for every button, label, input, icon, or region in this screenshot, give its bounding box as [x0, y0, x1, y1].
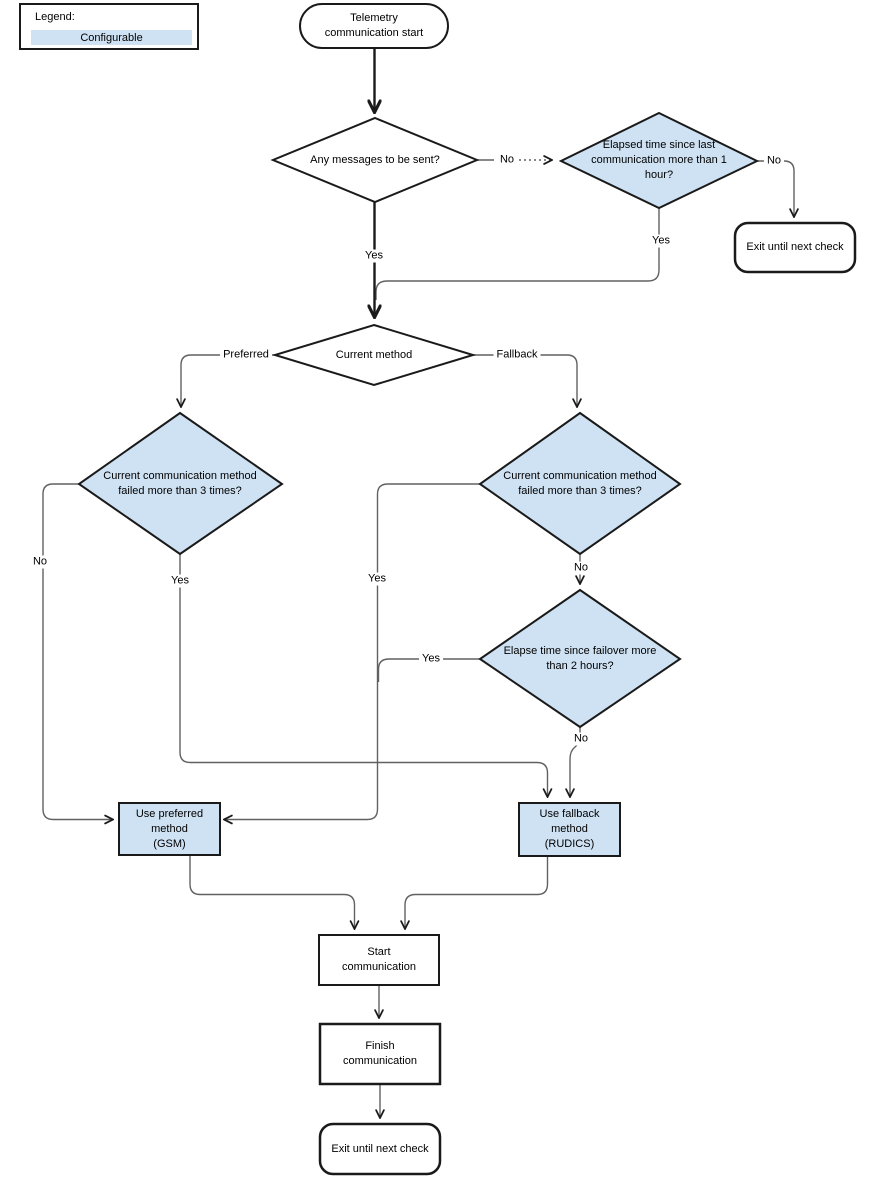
edge-elapsed-no-to-exit: [757, 160, 794, 216]
elapsed-last-comm-decision-shape: [558, 111, 760, 210]
fallback-failed-decision-shape: [478, 411, 682, 556]
exit-top-terminator-shape: [733, 221, 857, 274]
edge-preferred-failed-yes: [179, 554, 548, 796]
edge-label-yes-elapsed: Yes: [649, 234, 673, 248]
finish-comm-process-shape: [318, 1022, 442, 1086]
edge-rudics-to-start: [405, 856, 549, 928]
edge-preferred-failed-no: [42, 483, 112, 820]
edge-label-no-elapsed: No: [763, 154, 785, 168]
edge-gsm-to-start: [189, 855, 355, 928]
start-terminator-shape: [299, 3, 449, 49]
use-preferred-process-shape: [118, 802, 221, 856]
failover-elapsed-decision-shape: [478, 588, 682, 729]
legend-configurable-label: Configurable: [80, 31, 143, 44]
edge-label-no-fallback-failed: No: [570, 561, 592, 575]
legend-title: Legend:: [35, 11, 75, 23]
any-messages-decision-shape: [270, 116, 480, 204]
edge-elapsed-yes: [375, 208, 660, 300]
use-fallback-process-shape: [518, 802, 621, 857]
edge-label-preferred: Preferred: [220, 348, 272, 362]
preferred-failed-decision-shape: [77, 411, 284, 556]
edge-label-no-messages: No: [496, 153, 518, 167]
edge-label-no-failover: No: [570, 732, 592, 746]
exit-bottom-terminator-shape: [318, 1122, 442, 1176]
edge-label-no-preferred-failed: No: [29, 555, 51, 569]
edge-label-yes-fallback-failed: Yes: [365, 572, 389, 586]
edge-fallback-failed-yes: [225, 483, 480, 820]
edge-label-yes-failover: Yes: [419, 652, 443, 666]
legend-configurable-swatch: Configurable: [31, 30, 192, 45]
edge-failover-yes-merge: [377, 658, 480, 682]
edge-label-fallback: Fallback: [493, 348, 541, 362]
current-method-decision-shape: [271, 323, 477, 387]
legend: Legend: Configurable: [19, 3, 199, 50]
edge-label-yes-messages: Yes: [362, 249, 386, 263]
edge-label-yes-preferred-failed: Yes: [168, 574, 192, 588]
start-comm-process-shape: [318, 934, 440, 986]
edge-current-fallback: [473, 354, 577, 406]
edge-current-preferred: [181, 354, 275, 406]
